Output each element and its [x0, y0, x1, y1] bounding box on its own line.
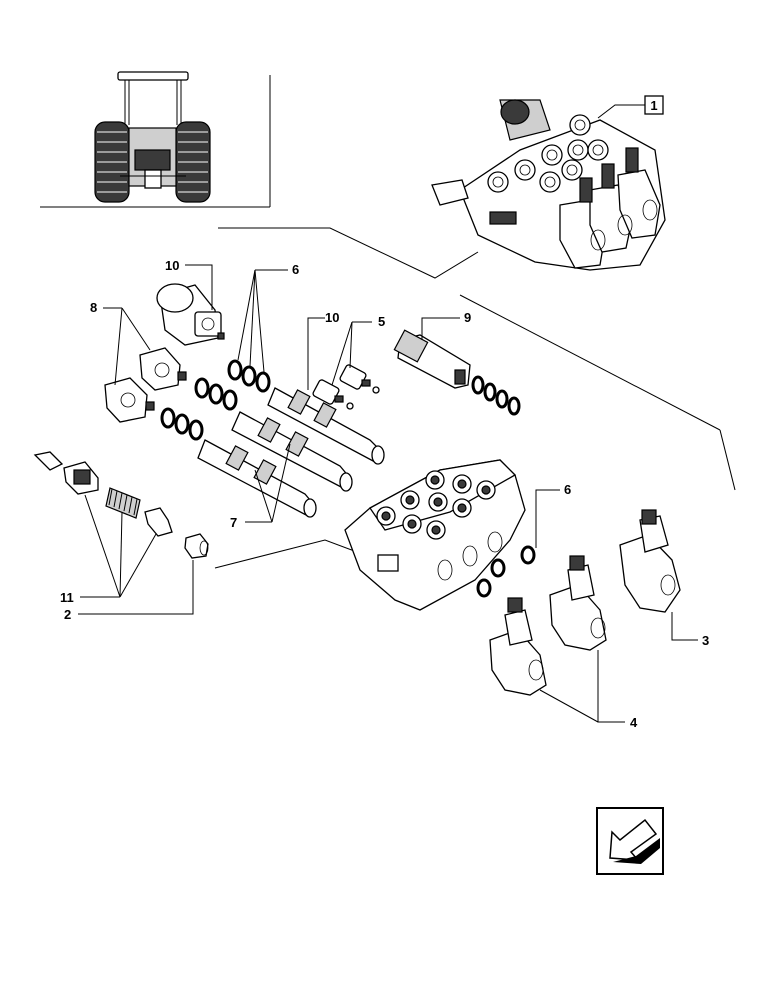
spool-cap-4-lower	[489, 597, 547, 696]
valve-body	[344, 459, 526, 611]
spring-assembly-11	[33, 451, 173, 537]
plug-2	[184, 533, 209, 559]
spool-lower	[197, 439, 317, 518]
label-11: 11	[60, 590, 74, 605]
o-rings-middle	[194, 377, 238, 411]
label-5: 5	[378, 314, 385, 329]
label-9: 9	[464, 310, 471, 325]
label-10-mid: 10	[325, 310, 339, 325]
assembled-control-valve	[431, 99, 666, 271]
tractor-rear-view-icon	[40, 71, 271, 208]
spool-cap-4-upper	[549, 555, 607, 651]
o-ring-body-2	[476, 578, 492, 598]
o-rings-upper	[227, 359, 271, 393]
label-4: 4	[630, 715, 638, 730]
end-cap-8-lower	[104, 377, 155, 423]
label-ref-1: 1	[650, 98, 657, 113]
label-7: 7	[230, 515, 237, 530]
o-ring-6-right	[520, 545, 536, 565]
label-6-top: 6	[292, 262, 299, 277]
spool-middle	[231, 411, 353, 492]
spool-upper	[267, 387, 385, 465]
arrow-down-left-icon[interactable]	[596, 807, 664, 875]
label-2: 2	[64, 607, 71, 622]
check-valve-5	[339, 364, 380, 394]
o-ring-body-1	[490, 558, 506, 578]
relief-valve-9	[393, 329, 521, 416]
end-cap-10	[156, 283, 225, 346]
o-rings-lower	[160, 407, 204, 441]
label-3: 3	[702, 633, 709, 648]
label-8: 8	[90, 300, 97, 315]
check-valve-10	[312, 379, 354, 410]
spool-cap-3	[619, 509, 681, 613]
end-cap-8-upper	[139, 347, 187, 391]
label-6-right: 6	[564, 482, 571, 497]
label-10-left: 10	[165, 258, 179, 273]
